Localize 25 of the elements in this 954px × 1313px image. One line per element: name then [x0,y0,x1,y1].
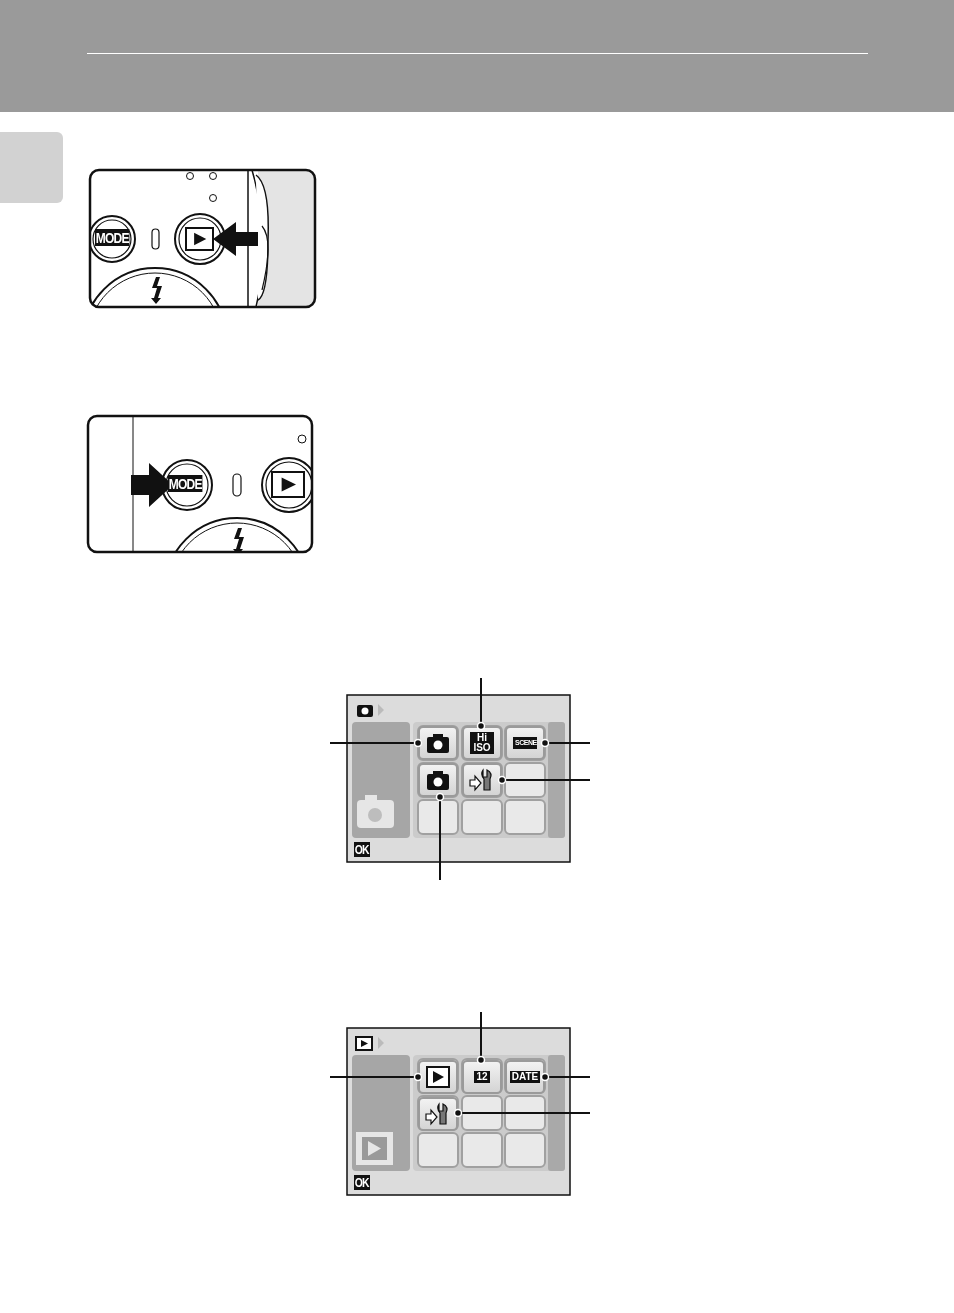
leader-line [435,792,445,881]
ok-label: OK [354,842,370,857]
icon-label: 12 [474,1071,490,1083]
leader-line [540,738,591,748]
menu-tile [418,726,458,760]
leader-line [540,1072,591,1082]
button-label: MODE [168,475,203,492]
menu-tile [462,763,502,797]
leader-line [476,1011,486,1065]
ok-label: OK [354,1175,370,1190]
leader-line [329,738,423,748]
leader-line [476,677,486,731]
menu-tile [505,726,545,760]
leader-line [453,1108,591,1118]
menu-tile [462,726,502,760]
menu-tile [418,1060,458,1094]
menu-tile [505,1060,545,1094]
menu-tile [418,1097,458,1131]
icon-label: DATE [509,1071,541,1083]
leader-line [329,1072,423,1082]
button-label: MODE [95,229,130,246]
leader-line [497,775,591,785]
icon-label: Hi ISO [470,732,494,754]
menu-tile [418,763,458,797]
menu-tile [462,1060,502,1094]
